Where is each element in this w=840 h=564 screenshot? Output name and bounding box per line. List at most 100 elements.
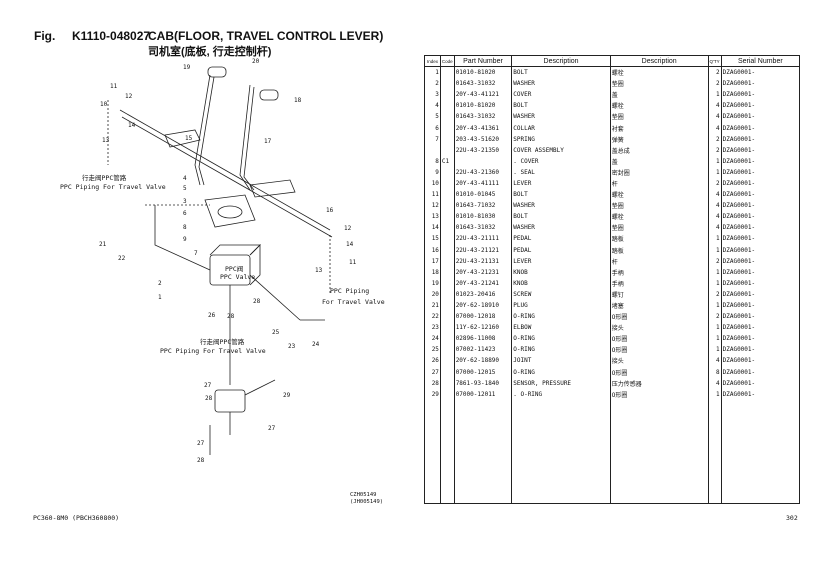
cell-description-cn: 压力传感器 [609, 377, 709, 389]
cell-serial-number: DZAG0001- [720, 122, 801, 134]
cell-description: PEDAL [511, 244, 611, 256]
cell-index: 14 [424, 222, 441, 234]
callout: 27 [197, 440, 205, 447]
cell-serial-number: DZAG0001- [720, 355, 801, 367]
cell-part-number: 07000-12018 [453, 311, 513, 323]
cell-qty: 4 [707, 122, 722, 134]
cell-description: SENSOR, PRESSURE [511, 377, 611, 389]
cell-serial-number: DZAG0001- [720, 211, 801, 223]
cell-description-cn: 接头 [609, 322, 709, 334]
cell-serial-number: DZAG0001- [720, 166, 801, 178]
cell-description-cn: 堵塞 [609, 299, 709, 312]
cell-index: 4 [424, 100, 441, 112]
cell-description-cn: 踏板 [609, 244, 709, 256]
cell-part-number: 01023-20416 [453, 288, 513, 300]
cell-index: 19 [424, 277, 441, 289]
callout: 14 [128, 122, 136, 129]
cell-description: PLUG [511, 299, 611, 312]
callout: 25 [272, 329, 280, 336]
drawing-code-alt: (JH005149) [350, 499, 384, 505]
cell-index: 7 [424, 133, 441, 145]
callout: 6 [183, 210, 187, 217]
cell-index: 8 [424, 155, 441, 167]
cell-code [439, 89, 455, 101]
cell-description-cn: O形圈 [609, 366, 709, 378]
cell-code [439, 166, 455, 178]
cell-qty: 2 [707, 255, 722, 267]
cell-description: O-RING [511, 366, 611, 378]
cell-description-cn: 手柄 [609, 266, 709, 278]
cell-code [439, 133, 455, 145]
cell-code [439, 244, 455, 256]
callout: 2 [158, 280, 162, 287]
cell-code [439, 355, 455, 367]
cell-qty: 1 [707, 155, 722, 167]
cell-index: 25 [424, 344, 441, 356]
callout: 4 [183, 175, 187, 182]
cell-part-number: 7861-93-1840 [453, 377, 513, 389]
empty-cell [707, 399, 722, 504]
cell-code [439, 66, 455, 79]
cell-part-number: 20Y-43-41121 [453, 89, 513, 101]
cell-serial-number: DZAG0001- [720, 244, 801, 256]
cell-index: 29 [424, 388, 441, 400]
cell-code [439, 233, 455, 245]
cell-qty: 4 [707, 189, 722, 201]
cell-qty: 2 [707, 133, 722, 145]
callout: 19 [183, 64, 191, 71]
column-header-description: Description [511, 55, 611, 67]
cell-serial-number: DZAG0001- [720, 255, 801, 267]
cell-qty: 1 [707, 244, 722, 256]
cell-serial-number: DZAG0001- [720, 222, 801, 234]
page-title-cn: 司机室(底板, 行走控制杆) [148, 46, 272, 58]
callout: 22 [118, 255, 126, 262]
cell-qty: 4 [707, 355, 722, 367]
cell-qty: 2 [707, 144, 722, 156]
cell-index: 15 [424, 233, 441, 245]
cell-index: 26 [424, 355, 441, 367]
cell-index: 13 [424, 211, 441, 223]
cell-code [439, 222, 455, 234]
cell-qty: 1 [707, 277, 722, 289]
cell-qty: 2 [707, 78, 722, 90]
cell-index: 6 [424, 122, 441, 134]
cell-qty: 2 [707, 177, 722, 190]
cell-part-number: 22U-43-21121 [453, 244, 513, 256]
cell-index: 12 [424, 200, 441, 212]
callout: 28 [205, 395, 213, 402]
cell-description: LEVER [511, 255, 611, 267]
callout: 3 [183, 198, 187, 205]
cell-serial-number: DZAG0001- [720, 366, 801, 378]
cell-serial-number: DZAG0001- [720, 144, 801, 156]
cell-code [439, 122, 455, 134]
cell-code [439, 111, 455, 123]
cell-serial-number: DZAG0001- [720, 155, 801, 167]
callout: 11 [110, 83, 118, 90]
cell-description-cn: 衬套 [609, 122, 709, 134]
callout: 12 [125, 93, 133, 100]
cell-description: O-RING [511, 344, 611, 356]
cell-description: KNOB [511, 266, 611, 278]
cell-serial-number: DZAG0001- [720, 189, 801, 201]
cell-serial-number: DZAG0001- [720, 78, 801, 90]
cell-serial-number: DZAG0001- [720, 200, 801, 212]
cell-description-cn: 杆 [609, 177, 709, 190]
cell-index [424, 144, 441, 156]
cell-code [439, 144, 455, 156]
cell-part-number: 02896-11008 [453, 333, 513, 345]
callout: 7 [194, 250, 198, 257]
cell-index: 10 [424, 177, 441, 190]
cell-description-cn: 踏板 [609, 233, 709, 245]
empty-cell [424, 399, 441, 504]
cell-description: WASHER [511, 200, 611, 212]
cell-description-cn: 垫圈 [609, 78, 709, 90]
callout: 16 [326, 207, 334, 214]
column-header-part-number: Part Number [453, 55, 513, 67]
